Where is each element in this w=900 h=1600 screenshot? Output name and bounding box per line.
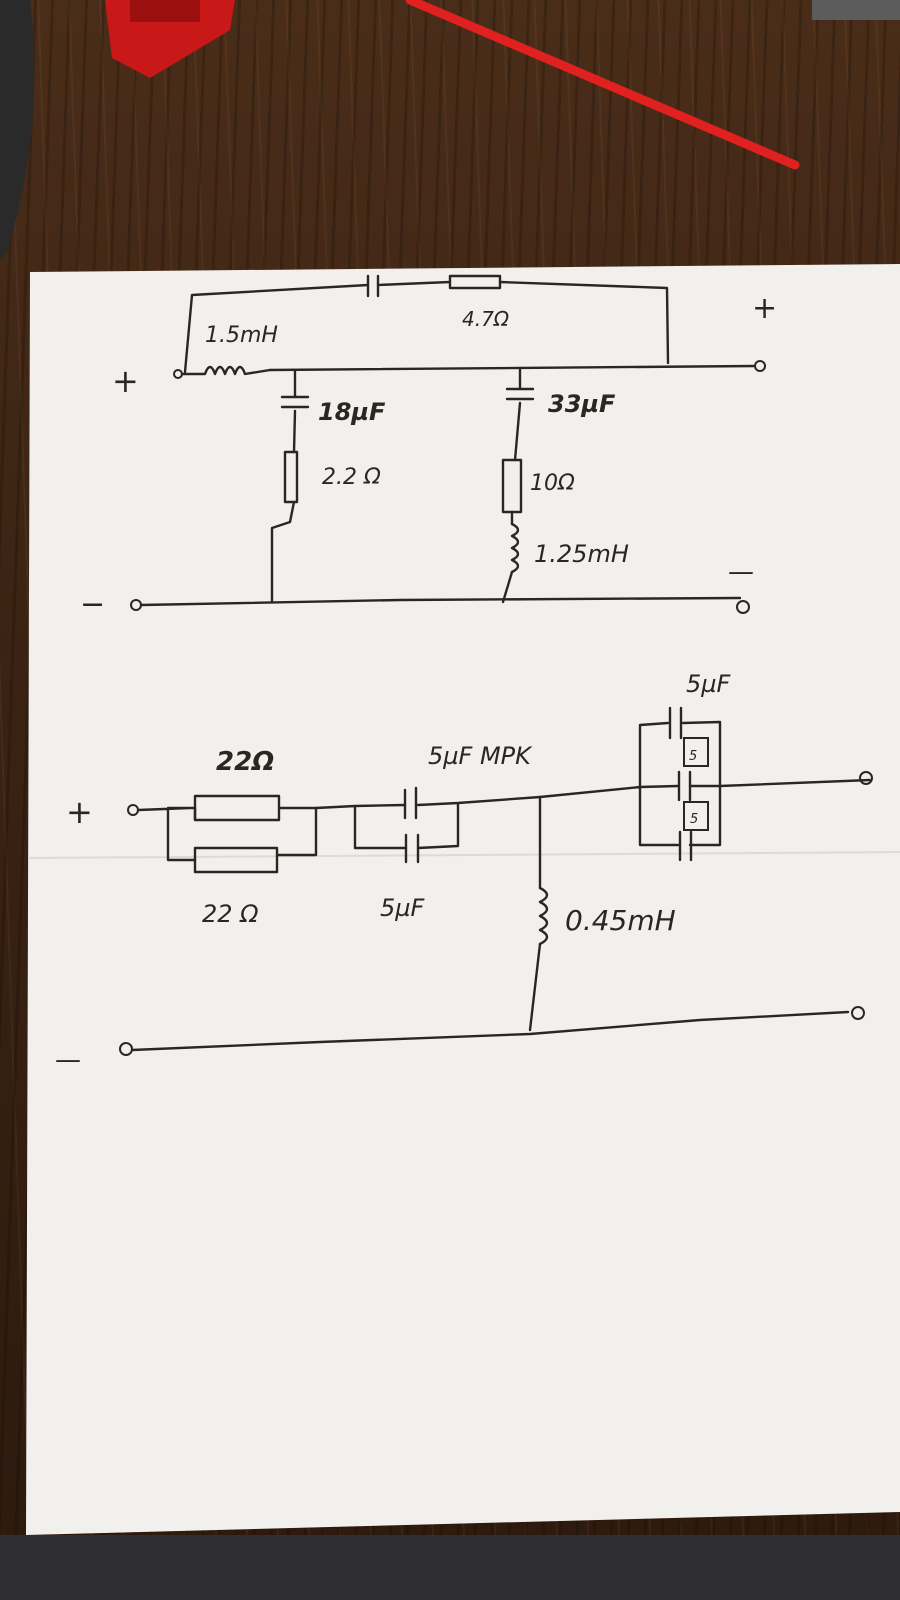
upper-output-plus-label: +: [752, 291, 777, 326]
shunt2-capacitor-label: 33µF: [548, 390, 616, 418]
series-inductor-label: 1.5mH: [205, 323, 278, 348]
cap-group-box-lower: [683, 801, 709, 831]
upper-top-rail: [268, 364, 757, 372]
red-object-inner: [130, 0, 200, 22]
lower-input-plus-label: +: [66, 793, 93, 831]
cap-group-low-label: 5: [690, 812, 698, 827]
dark-disc: [0, 0, 35, 260]
lower-shunt-wire: [528, 795, 542, 1032]
shunt2-inductor-symbol: [510, 522, 520, 574]
upper-circuit: + − 1.5mH 4.7Ω + 18µF 2.2 Ω 33µF 10Ω 1.2…: [80, 274, 777, 622]
shunt2-resistor-symbol: [501, 458, 523, 514]
shunt1-wire: [270, 368, 297, 604]
bypass-wire: [183, 280, 670, 374]
upper-bottom-rail: [139, 596, 742, 607]
paper-fold: [27, 851, 900, 859]
lower-resistor-top-label: 22Ω: [216, 747, 274, 777]
upper-input-plus-label: +: [112, 362, 139, 400]
lower-capacitor-wire: [314, 795, 542, 850]
shunt1-capacitor-label: 18µF: [318, 398, 386, 426]
shunt2-wire: [501, 366, 522, 604]
lower-resistor-bottom-symbol: [193, 846, 279, 874]
cap-group-wire: [538, 720, 872, 847]
dark-cloth: [0, 1535, 900, 1600]
red-straw: [405, 0, 800, 170]
upper-input-minus-label: −: [80, 587, 105, 622]
lower-bottom-rail: [130, 1010, 850, 1052]
cap-group-top-label: 5µF: [686, 670, 732, 698]
lower-input-minus-label: —: [55, 1045, 81, 1075]
lower-capacitor-top-label: 5µF MPK: [428, 742, 533, 770]
shunt2-inductor-label: 1.25mH: [534, 540, 629, 568]
lower-shunt-inductor-label: 0.45mH: [565, 904, 676, 937]
upper-output-minus-terminal: [736, 600, 750, 614]
lower-resistor-top-symbol: [193, 794, 281, 822]
bypass-resistor-symbol: [448, 274, 502, 290]
bypass-resistor-label: 4.7Ω: [462, 307, 510, 331]
shunt2-resistor-label: 10Ω: [530, 471, 575, 496]
lower-capacitor-bottom-label: 5µF: [380, 894, 426, 922]
paper-sheet: [26, 264, 900, 1535]
lower-circuit: + — 22Ω 22 Ω 5µF MPK 5µF 0.45mH 5µF 5: [55, 670, 873, 1075]
lower-resistor-bottom-label: 22 Ω: [202, 900, 259, 928]
cap-group-box-upper: [683, 737, 709, 767]
cap-group-mid-label: 5: [689, 749, 697, 764]
metal-strip: [812, 0, 900, 20]
lower-output-minus-terminal: [851, 1006, 865, 1020]
lower-shunt-inductor-symbol: [538, 886, 549, 946]
upper-output-plus-terminal: [754, 360, 766, 372]
lower-output-plus-terminal: [859, 771, 873, 785]
shunt1-resistor-label: 2.2 Ω: [322, 465, 381, 490]
upper-output-minus-label: —: [728, 557, 754, 587]
shunt1-resistor-symbol: [283, 450, 299, 504]
series-inductor-symbol: [180, 365, 272, 376]
